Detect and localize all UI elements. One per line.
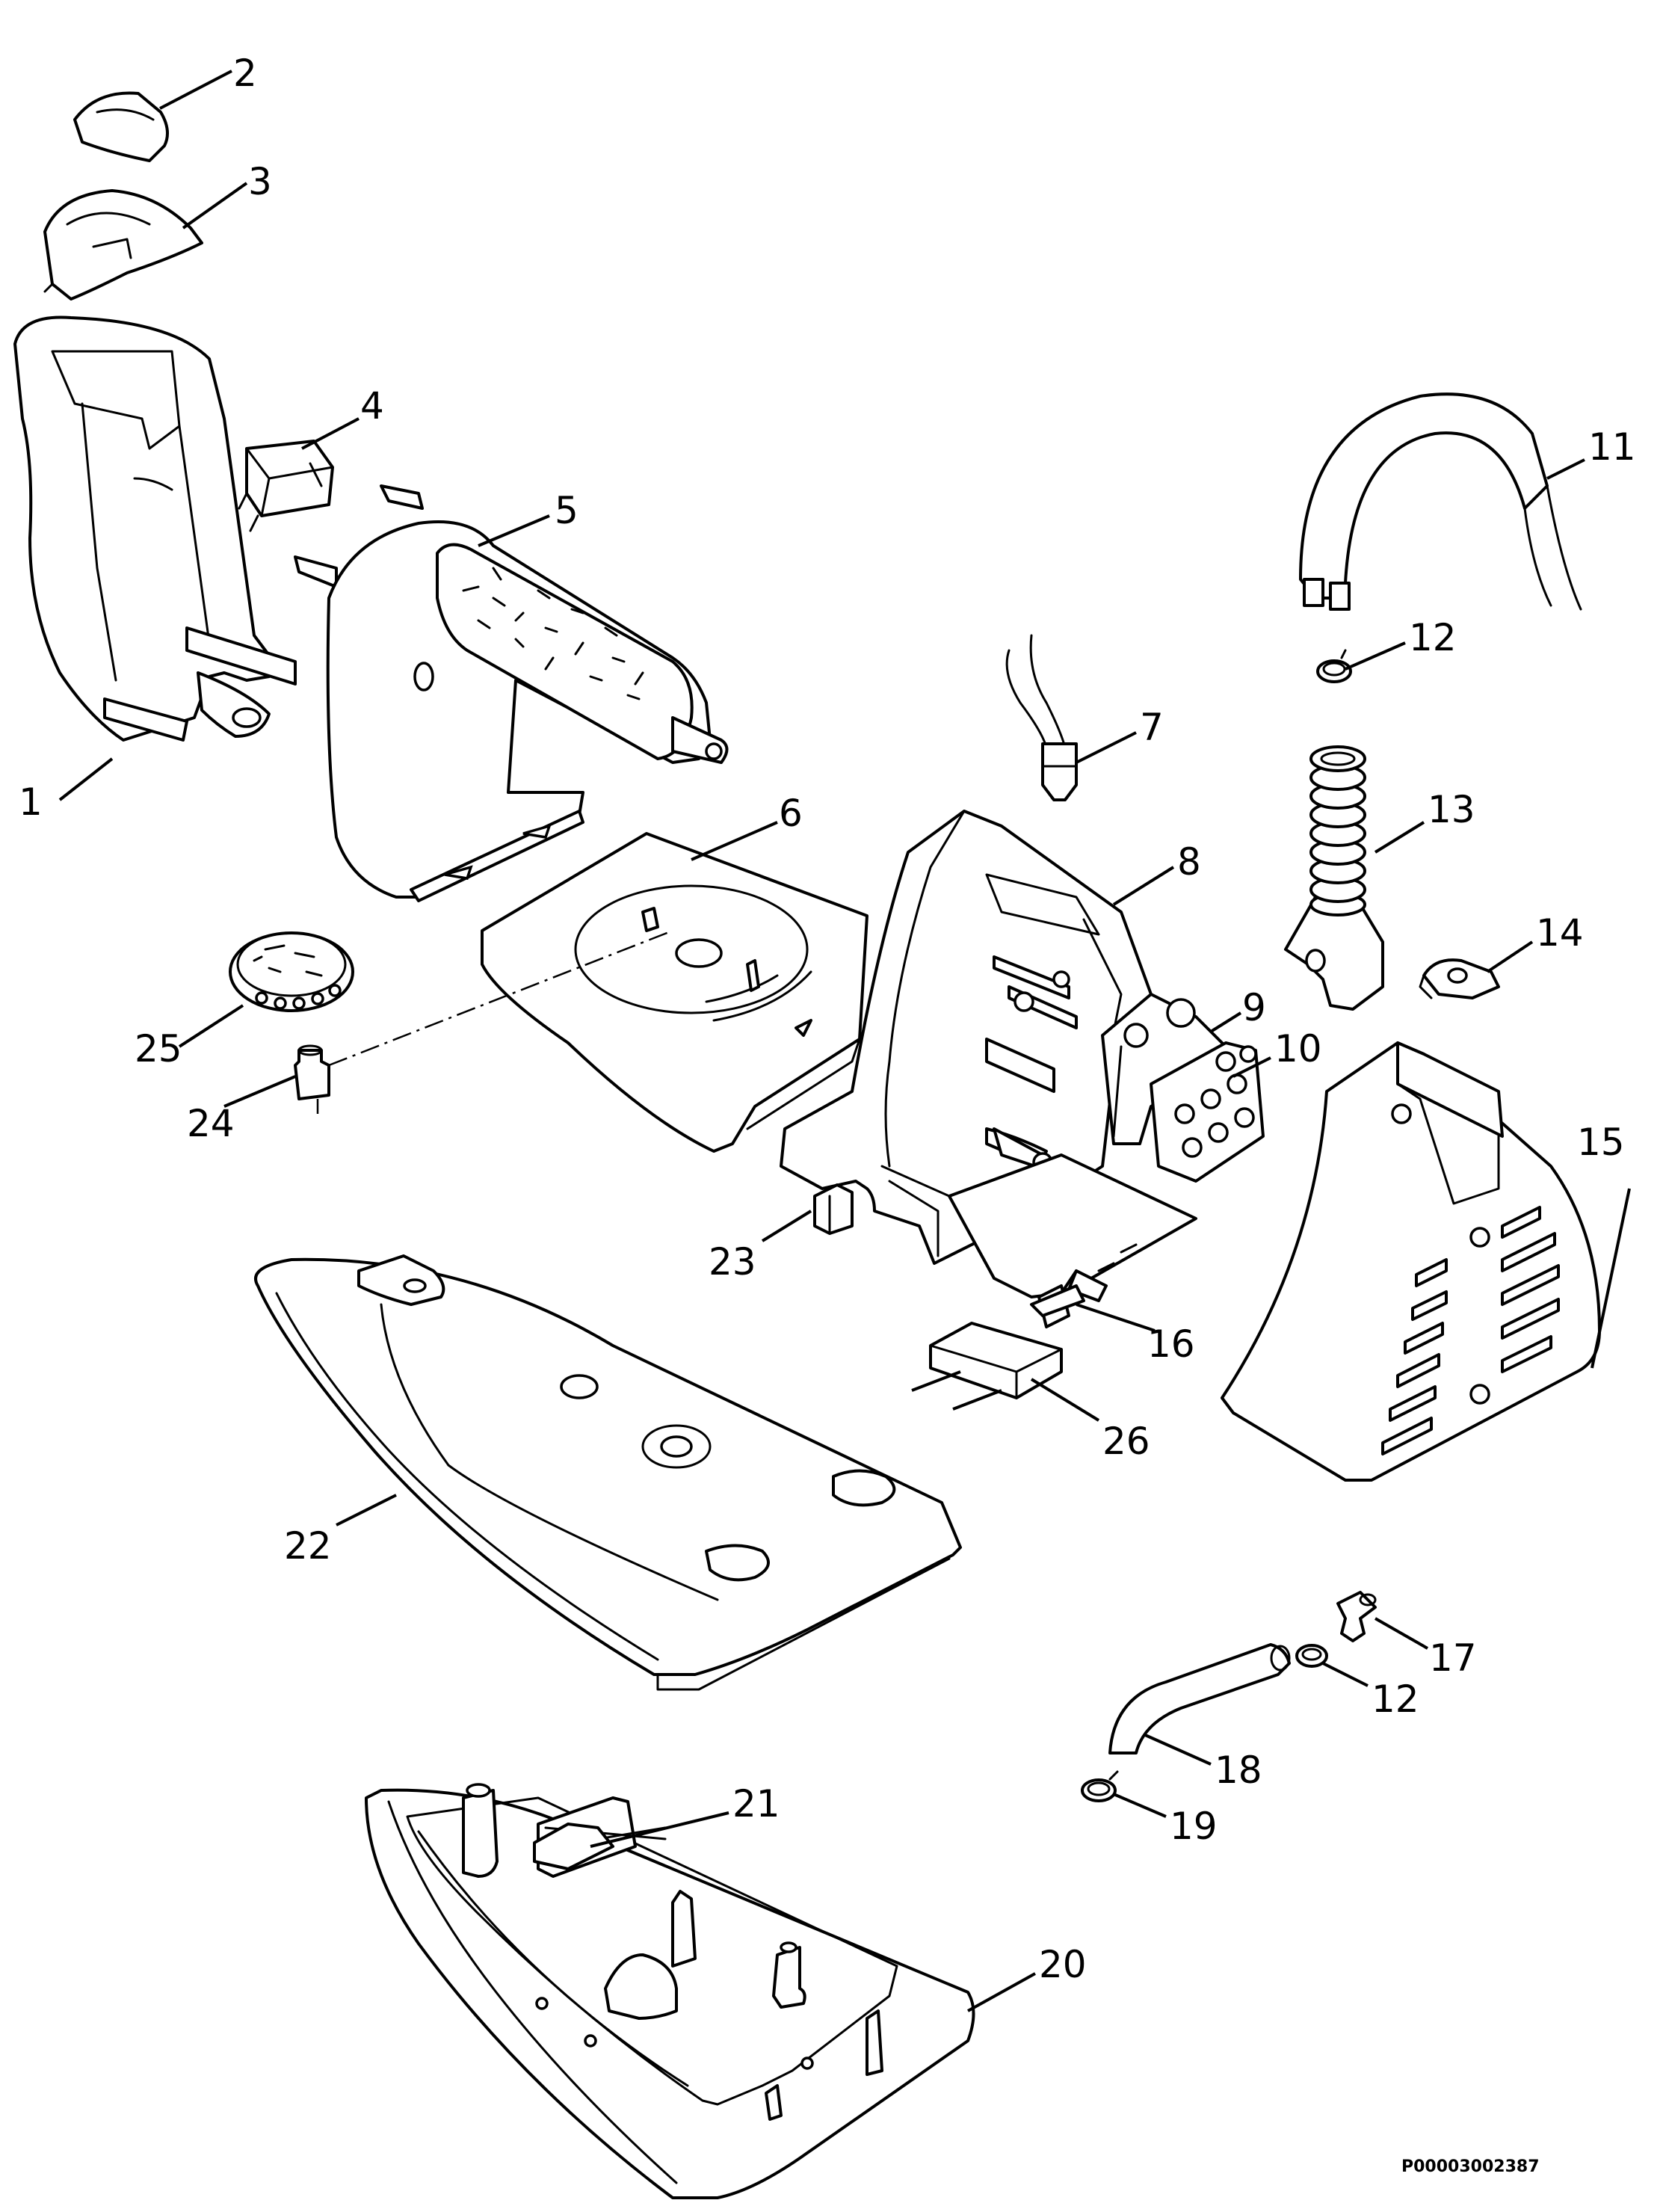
part-10-terminal-block	[1150, 1041, 1265, 1183]
callout-20: 20	[1039, 1943, 1087, 1986]
part-13-cord-protector	[1284, 745, 1384, 1011]
part-22-soleplate-cover	[254, 1254, 962, 1691]
part-21-thermostat	[533, 1823, 614, 1870]
part-2-cap	[73, 91, 169, 162]
callout-16: 16	[1147, 1322, 1195, 1366]
part-26-component	[911, 1322, 1063, 1411]
part-4-microswitch	[238, 440, 334, 532]
leader-lines	[58, 70, 1631, 2012]
callout-17: 17	[1429, 1636, 1477, 1680]
part-12-clip-lower	[1295, 1644, 1328, 1668]
callout-5: 5	[555, 489, 579, 532]
part-17-nozzle	[1336, 1591, 1377, 1642]
callout-21: 21	[732, 1782, 780, 1826]
part-15-rear-cover	[1221, 1041, 1601, 1482]
drawing-id-code: P00003002387	[1401, 2157, 1540, 2176]
callout-13: 13	[1428, 788, 1475, 831]
part-25-dial	[229, 931, 354, 1012]
callout-9: 9	[1242, 986, 1266, 1029]
callout-14: 14	[1536, 911, 1584, 955]
part-7-sensor	[1005, 634, 1078, 801]
callout-labels: 2 3 4 5 6 1 8 7 9 10 11 12 13 14 15 16 1…	[19, 52, 1636, 1986]
part-5-water-tank	[294, 484, 729, 902]
callout-12-upper: 12	[1409, 616, 1457, 659]
part-24-shaft	[294, 1044, 330, 1100]
part-23-clip	[813, 1183, 854, 1235]
callout-6: 6	[779, 792, 803, 835]
callout-7: 7	[1140, 706, 1164, 749]
callout-1: 1	[19, 780, 43, 824]
part-11-power-cord	[1299, 392, 1582, 611]
part-16-bracket	[1030, 1284, 1085, 1328]
callout-10: 10	[1274, 1027, 1322, 1070]
callout-19: 19	[1170, 1805, 1218, 1848]
part-6-cover-plate	[481, 832, 869, 1153]
part-1-handle	[13, 315, 297, 742]
callout-24: 24	[187, 1102, 235, 1145]
callout-26: 26	[1102, 1420, 1150, 1463]
part-18-hose	[1108, 1643, 1291, 1754]
callout-11: 11	[1588, 425, 1636, 469]
part-19-hose-clip	[1081, 1770, 1119, 1802]
callout-22: 22	[284, 1524, 332, 1568]
callout-23: 23	[709, 1240, 756, 1284]
callout-4: 4	[360, 384, 384, 428]
part-20-soleplate	[365, 1783, 975, 2199]
part-3-handle-cover	[43, 189, 203, 301]
part-9-terminal-holder	[1101, 993, 1227, 1145]
vent-slots	[1381, 1206, 1560, 1455]
callout-8: 8	[1177, 840, 1201, 884]
part-14-cord-clamp	[1419, 958, 1500, 999]
callout-3: 3	[248, 160, 272, 203]
part-8-frame	[780, 810, 1197, 1302]
callout-18: 18	[1215, 1749, 1262, 1792]
assembly-axis-line	[316, 929, 673, 1114]
callout-2: 2	[233, 52, 257, 95]
callout-15: 15	[1577, 1121, 1625, 1164]
callout-12-lower: 12	[1372, 1678, 1419, 1721]
callout-25: 25	[135, 1027, 182, 1070]
part-12-clip-upper	[1316, 649, 1352, 683]
